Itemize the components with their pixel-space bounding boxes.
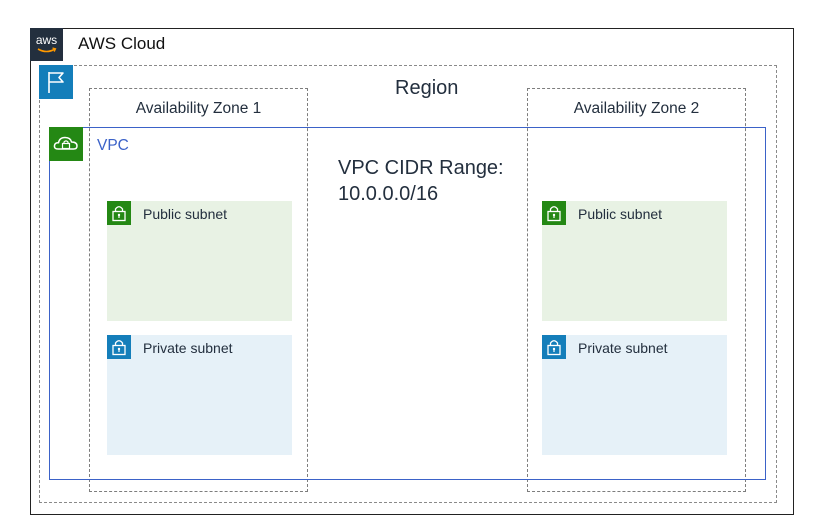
availability-zone-1-label: Availability Zone 1 — [135, 100, 262, 117]
vpc-cidr-title: VPC CIDR Range: — [338, 157, 504, 179]
aws-cloud-group — [30, 28, 794, 515]
private-subnet-label: Private subnet — [578, 340, 668, 356]
vpc-label: VPC — [97, 137, 129, 154]
availability-zone-2-label: Availability Zone 2 — [573, 100, 700, 117]
vpc-group — [49, 127, 766, 480]
private-subnet-label: Private subnet — [143, 340, 233, 356]
region-group — [39, 65, 777, 503]
aws-logo-text: aws — [36, 33, 57, 47]
availability-zone-1 — [89, 88, 308, 492]
lock-icon — [542, 335, 566, 359]
private-subnet-az1: Private subnet — [107, 335, 292, 455]
availability-zone-2 — [527, 88, 746, 492]
private-subnet-az2: Private subnet — [542, 335, 727, 455]
public-subnet-label: Public subnet — [143, 206, 228, 222]
vpc-cidr-range: VPC CIDR Range: 10.0.0.0/16 — [338, 155, 504, 207]
lock-icon — [107, 335, 131, 359]
vpc-cidr-value: 10.0.0.0/16 — [338, 183, 439, 205]
aws-logo-icon: aws — [30, 28, 63, 61]
lock-icon — [107, 201, 131, 225]
cloud-lock-icon — [49, 127, 83, 161]
aws-cloud-label: AWS Cloud — [78, 34, 166, 53]
public-subnet-az1: Public subnet — [107, 201, 292, 321]
region-label: Region — [395, 77, 459, 99]
flag-icon — [39, 65, 73, 99]
lock-icon — [542, 201, 566, 225]
public-subnet-label: Public subnet — [578, 206, 663, 222]
public-subnet-az2: Public subnet — [542, 201, 727, 321]
